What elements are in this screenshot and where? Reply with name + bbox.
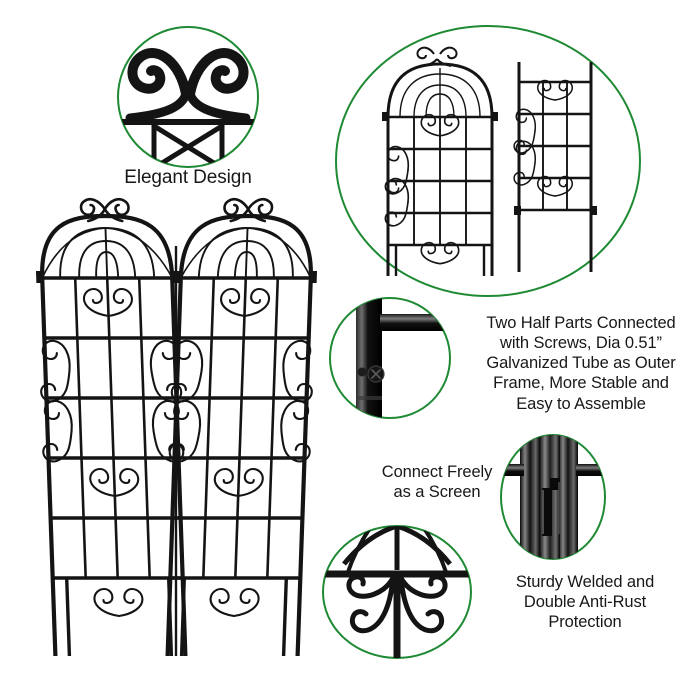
- scrollwork-closeup: [120, 48, 258, 167]
- callout-ring: [335, 25, 641, 297]
- callout-circle-panel-overview: [335, 25, 641, 297]
- callout-circle-screw-joint: [329, 297, 451, 419]
- caption-sturdy-welded: Sturdy Welded and Double Anti-Rust Prote…: [515, 573, 655, 632]
- caption-connect-freely: Connect Freely as a Screen: [381, 463, 493, 502]
- trellis-panel-right: [162, 199, 320, 656]
- trellis-front-view: [382, 46, 498, 276]
- screw-joint-photo: [356, 298, 450, 418]
- product-illustration-two-panel-trellis: [28, 186, 328, 656]
- tube-slot-photo: [501, 435, 605, 559]
- trellis-panel-left: [33, 199, 191, 656]
- callout-circle-elegant-design: [117, 26, 259, 168]
- caption-elegant-design: Elegant Design: [124, 167, 252, 188]
- welded-detail-photo: [323, 526, 471, 658]
- callout-circle-tube-junction: [500, 434, 606, 560]
- callout-circle-welded-scroll: [322, 525, 472, 659]
- caption-screw-connection: Two Half Parts Connected with Screws, Di…: [486, 314, 676, 413]
- trellis-side-view: [513, 62, 597, 272]
